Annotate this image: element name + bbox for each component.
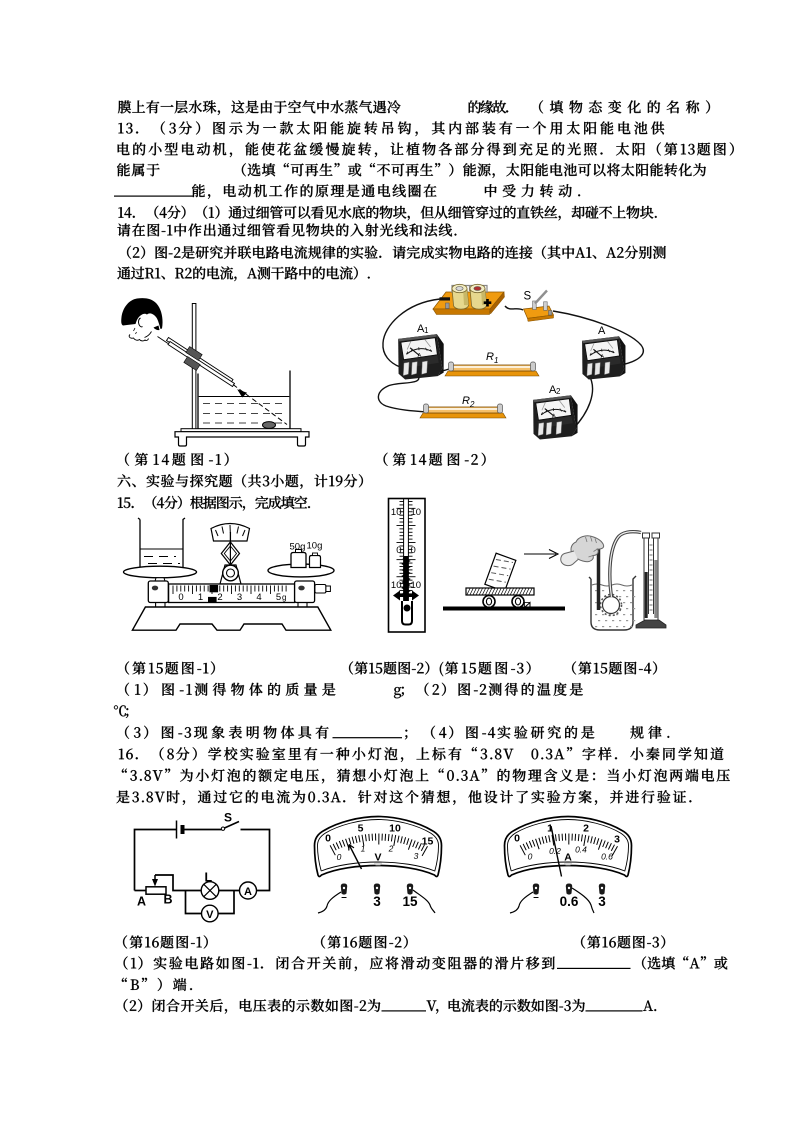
svg-text:2: 2 xyxy=(388,844,394,854)
svg-text:L: L xyxy=(205,871,213,885)
svg-text:2: 2 xyxy=(583,823,589,835)
svg-text:3: 3 xyxy=(373,894,381,909)
svg-text:A: A xyxy=(564,852,572,864)
svg-text:A: A xyxy=(244,886,252,898)
svg-text:1: 1 xyxy=(494,356,498,365)
svg-text:0.6: 0.6 xyxy=(560,894,579,909)
svg-text:0.4: 0.4 xyxy=(575,845,587,855)
svg-text:10g: 10g xyxy=(307,541,323,552)
svg-text:0: 0 xyxy=(411,545,416,556)
svg-text:R: R xyxy=(486,351,494,363)
svg-text:15: 15 xyxy=(402,894,418,909)
svg-text:A: A xyxy=(598,325,606,337)
svg-text:0: 0 xyxy=(337,852,342,862)
svg-text:g: g xyxy=(282,593,286,602)
svg-text:0: 0 xyxy=(325,833,331,845)
svg-text:0.6: 0.6 xyxy=(601,852,613,862)
svg-text:A: A xyxy=(137,895,146,909)
svg-text:R: R xyxy=(462,395,470,407)
svg-text:A: A xyxy=(600,354,604,360)
svg-text:S: S xyxy=(224,811,232,825)
svg-text:10: 10 xyxy=(389,823,401,835)
svg-text:4: 4 xyxy=(256,592,261,603)
svg-text:A: A xyxy=(417,353,421,359)
svg-text:50g: 50g xyxy=(290,542,306,553)
svg-text:0.2: 0.2 xyxy=(549,846,561,856)
svg-text:–: – xyxy=(341,892,347,903)
svg-text:V: V xyxy=(374,852,381,864)
svg-text:1: 1 xyxy=(198,592,203,603)
svg-text:3: 3 xyxy=(237,592,242,603)
svg-text:A: A xyxy=(417,323,425,335)
svg-text:0: 0 xyxy=(528,852,533,862)
svg-text:3: 3 xyxy=(614,834,620,846)
svg-text:1: 1 xyxy=(424,326,429,335)
svg-text:5: 5 xyxy=(276,592,281,603)
svg-text:S: S xyxy=(524,291,532,303)
svg-text:2: 2 xyxy=(217,592,222,603)
svg-text:3: 3 xyxy=(598,894,606,909)
svg-text:2: 2 xyxy=(556,387,561,396)
svg-text:1: 1 xyxy=(361,844,366,854)
svg-text:2: 2 xyxy=(469,400,475,409)
svg-text:15: 15 xyxy=(422,836,434,848)
svg-text:0: 0 xyxy=(396,545,401,556)
svg-text:10: 10 xyxy=(391,580,402,591)
svg-text:0: 0 xyxy=(514,833,520,845)
svg-text:–: – xyxy=(533,892,539,903)
svg-text:10: 10 xyxy=(391,507,402,518)
svg-text:3: 3 xyxy=(414,851,419,861)
svg-text:1: 1 xyxy=(547,823,553,835)
svg-text:B: B xyxy=(164,893,173,907)
svg-text:V: V xyxy=(206,909,214,921)
svg-text:10: 10 xyxy=(411,507,422,518)
svg-text:10: 10 xyxy=(411,580,422,591)
svg-text:A: A xyxy=(549,384,557,396)
svg-text:5: 5 xyxy=(358,823,364,835)
svg-text:A: A xyxy=(552,413,556,419)
svg-text:0: 0 xyxy=(178,592,183,603)
